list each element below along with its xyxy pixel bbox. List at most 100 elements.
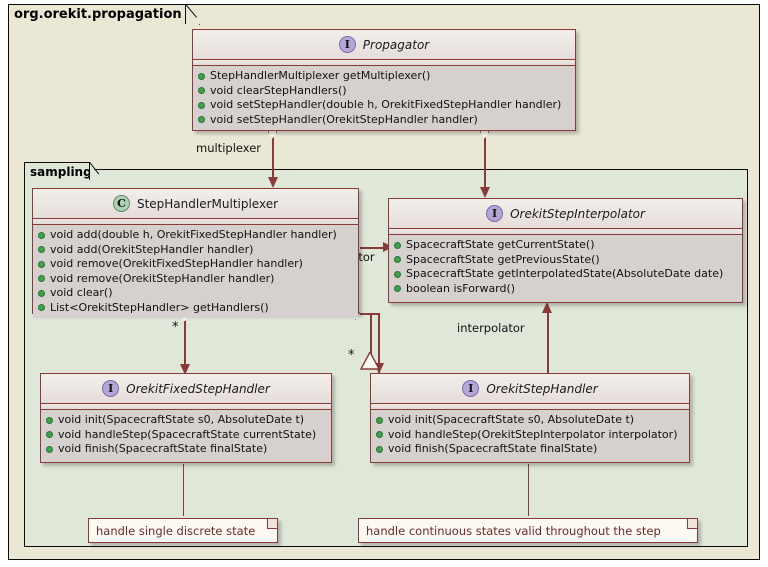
edge-multiplexer-interpolator-line bbox=[360, 247, 392, 249]
public-member-icon bbox=[46, 445, 53, 453]
members-stephandlermultiplexer: void add(double h, OrekitFixedStepHandle… bbox=[33, 225, 358, 318]
member-row: void finish(SpacecraftState finalState) bbox=[376, 442, 685, 457]
member-label: void remove(OrekitFixedStepHandler handl… bbox=[50, 257, 303, 270]
member-row: void remove(OrekitFixedStepHandler handl… bbox=[38, 257, 354, 272]
note-handle-continuous-states[interactable]: handle continuous states valid throughou… bbox=[358, 518, 698, 543]
edge-realization-line bbox=[370, 313, 372, 355]
member-row: void init(SpacecraftState s0, AbsoluteDa… bbox=[376, 413, 685, 428]
public-member-icon bbox=[198, 116, 205, 124]
public-member-icon bbox=[394, 241, 401, 249]
member-label: StepHandlerMultiplexer getMultiplexer() bbox=[210, 69, 431, 82]
public-member-icon bbox=[198, 72, 205, 80]
interface-badge-icon: I bbox=[462, 380, 480, 397]
member-row: void add(double h, OrekitFixedStepHandle… bbox=[38, 228, 354, 243]
public-member-icon bbox=[198, 101, 205, 109]
package-outer-name: org.orekit.propagation bbox=[14, 7, 182, 22]
note-text: handle continuous states valid throughou… bbox=[366, 523, 661, 538]
member-label: void handleStep(OrekitStepInterpolator i… bbox=[388, 427, 678, 441]
public-member-icon bbox=[394, 285, 401, 293]
public-member-icon bbox=[46, 416, 53, 424]
member-row: void setStepHandler(OrekitStepHandler ha… bbox=[198, 113, 571, 128]
member-label: void setStepHandler(OrekitStepHandler ha… bbox=[210, 112, 478, 126]
member-row: SpacecraftState getInterpolatedState(Abs… bbox=[394, 267, 738, 282]
note-connector-continuous bbox=[528, 464, 529, 516]
class-name-orekitfixedstephandler: OrekitFixedStepHandler bbox=[126, 381, 270, 396]
class-header-orekitstepinterpolator: I OrekitStepInterpolator bbox=[389, 199, 742, 229]
edge-label-multiplexer: multiplexer bbox=[196, 141, 262, 155]
class-name-propagator: Propagator bbox=[362, 37, 430, 52]
package-inner-name: sampling bbox=[30, 164, 92, 179]
member-label: void setStepHandler(double h, OrekitFixe… bbox=[210, 98, 562, 111]
member-row: void handleStep(OrekitStepInterpolator i… bbox=[376, 428, 685, 443]
package-label-outer: org.orekit.propagation bbox=[8, 4, 186, 24]
member-label: SpacecraftState getCurrentState() bbox=[406, 238, 595, 251]
public-member-icon bbox=[38, 260, 45, 268]
multiplicity-handler: * bbox=[348, 348, 355, 363]
edge-multiplexer-fixed-line bbox=[184, 312, 186, 372]
member-label: void init(SpacecraftState s0, AbsoluteDa… bbox=[58, 413, 305, 426]
class-box-propagator[interactable]: I Propagator StepHandlerMultiplexer getM… bbox=[192, 29, 576, 131]
member-row: void finish(SpacecraftState finalState) bbox=[46, 442, 327, 457]
members-orekitstephandler: void init(SpacecraftState s0, AbsoluteDa… bbox=[371, 410, 689, 460]
member-label: void add(OrekitStepHandler handler) bbox=[50, 242, 254, 256]
note-connector-fixed bbox=[183, 464, 184, 516]
class-box-stephandlermultiplexer[interactable]: C StepHandlerMultiplexer void add(double… bbox=[32, 188, 359, 318]
public-member-icon bbox=[38, 246, 45, 254]
member-row: StepHandlerMultiplexer getMultiplexer() bbox=[198, 69, 571, 84]
note-text: handle single discrete state bbox=[96, 523, 256, 538]
interface-badge-icon: I bbox=[102, 380, 120, 397]
member-row: List<OrekitStepHandler> getHandlers() bbox=[38, 301, 354, 316]
public-member-icon bbox=[376, 416, 383, 424]
public-member-icon bbox=[376, 445, 383, 453]
member-label: SpacecraftState getPreviousState() bbox=[406, 252, 600, 266]
realization-triangle-icon bbox=[360, 352, 380, 370]
class-name-stephandlermultiplexer: StepHandlerMultiplexer bbox=[136, 196, 279, 211]
edge-multiplexer-handler-elbow-v bbox=[378, 313, 380, 373]
note-fold-corner-icon bbox=[267, 519, 277, 529]
class-separator-orekitfixedstephandler bbox=[41, 404, 331, 410]
package-label-inner: sampling bbox=[24, 162, 92, 180]
member-label: void finish(SpacecraftState finalState) bbox=[388, 442, 598, 455]
public-member-icon bbox=[198, 87, 205, 95]
member-row: void remove(OrekitStepHandler handler) bbox=[38, 272, 354, 287]
note-handle-single-discrete-state[interactable]: handle single discrete state bbox=[88, 518, 278, 543]
class-name-orekitstepinterpolator: OrekitStepInterpolator bbox=[510, 206, 645, 221]
class-header-orekitfixedstephandler: I OrekitFixedStepHandler bbox=[41, 374, 331, 404]
public-member-icon bbox=[38, 231, 45, 239]
class-box-orekitstepinterpolator[interactable]: I OrekitStepInterpolator SpacecraftState… bbox=[388, 198, 743, 303]
class-box-orekitstephandler[interactable]: I OrekitStepHandler void init(Spacecraft… bbox=[370, 373, 690, 463]
class-box-orekitfixedstephandler[interactable]: I OrekitFixedStepHandler void init(Space… bbox=[40, 373, 332, 463]
member-label: SpacecraftState getInterpolatedState(Abs… bbox=[406, 267, 724, 280]
public-member-icon bbox=[394, 270, 401, 278]
member-label: void finish(SpacecraftState finalState) bbox=[58, 442, 268, 455]
edge-label-interpolator-right: interpolator bbox=[457, 321, 525, 335]
class-name-orekitstephandler: OrekitStepHandler bbox=[486, 381, 598, 396]
class-separator-propagator bbox=[193, 60, 575, 66]
member-label: void clear() bbox=[50, 286, 113, 299]
note-fold-corner-icon bbox=[687, 519, 697, 529]
class-separator-orekitstepinterpolator bbox=[389, 229, 742, 235]
member-label: List<OrekitStepHandler> getHandlers() bbox=[50, 300, 269, 314]
member-row: void init(SpacecraftState s0, AbsoluteDa… bbox=[46, 413, 327, 428]
class-header-orekitstephandler: I OrekitStepHandler bbox=[371, 374, 689, 404]
member-label: boolean isForward() bbox=[406, 281, 516, 295]
member-label: void clearStepHandlers() bbox=[210, 83, 347, 97]
interface-badge-icon: I bbox=[486, 205, 504, 222]
edge-handler-interpolator-arrow bbox=[542, 302, 552, 313]
edge-multiplexer-fixed-arrow bbox=[180, 364, 190, 375]
edge-propagator-multiplexer-arrow bbox=[268, 177, 278, 188]
public-member-icon bbox=[38, 289, 45, 297]
class-header-stephandlermultiplexer: C StepHandlerMultiplexer bbox=[33, 189, 358, 219]
public-member-icon bbox=[394, 256, 401, 264]
public-member-icon bbox=[46, 431, 53, 439]
public-member-icon bbox=[376, 431, 383, 439]
edge-propagator-multiplexer-line bbox=[272, 130, 274, 186]
member-row: void clearStepHandlers() bbox=[198, 84, 571, 99]
multiplicity-fixed: * bbox=[172, 320, 179, 335]
interface-badge-icon: I bbox=[338, 36, 356, 53]
member-row: boolean isForward() bbox=[394, 282, 738, 297]
member-label: void remove(OrekitStepHandler handler) bbox=[50, 271, 275, 285]
edge-propagator-interpolator-arrow bbox=[480, 187, 490, 198]
member-row: void setStepHandler(double h, OrekitFixe… bbox=[198, 98, 571, 113]
